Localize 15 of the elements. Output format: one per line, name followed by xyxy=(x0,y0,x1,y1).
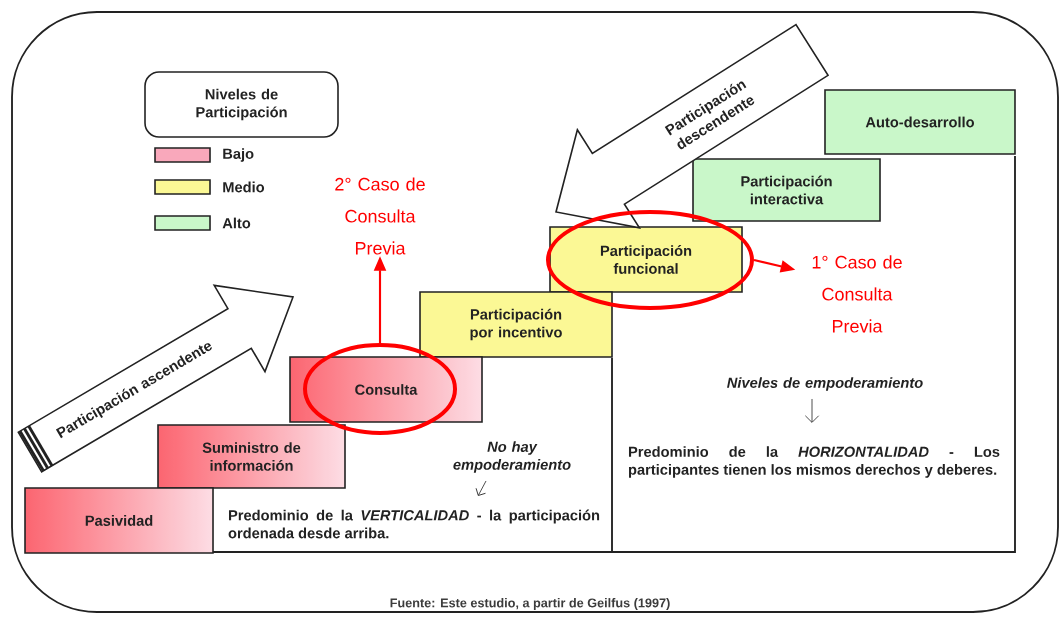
legend-title-box: Niveles de Participación xyxy=(144,71,339,138)
source-caption: Fuente: Este estudio, a partir de Geilfus (1997) xyxy=(390,598,670,610)
legend-label: Bajo xyxy=(223,148,254,162)
callout-text: 2° Caso de Consulta Previa xyxy=(335,177,425,255)
callout-text: 1° Caso de Consulta Previa xyxy=(812,255,902,333)
step-box: Auto-desarrollo xyxy=(824,89,1016,155)
legend-label: Medio xyxy=(223,181,265,193)
step-box: Pasividad xyxy=(24,487,214,554)
highlight-ellipse xyxy=(303,343,457,435)
node-label: Niveles de empoderamiento xyxy=(727,377,923,391)
step-box: Participación por incentivo xyxy=(419,291,613,358)
step-box: Suministro de información xyxy=(157,424,346,489)
highlight-ellipse xyxy=(546,210,754,310)
node-label: Predominio de la HORIZONTALIDAD - Los participantes tienen los mismos derechos y deberes. xyxy=(628,446,1000,478)
legend-label: Alto xyxy=(222,217,251,229)
